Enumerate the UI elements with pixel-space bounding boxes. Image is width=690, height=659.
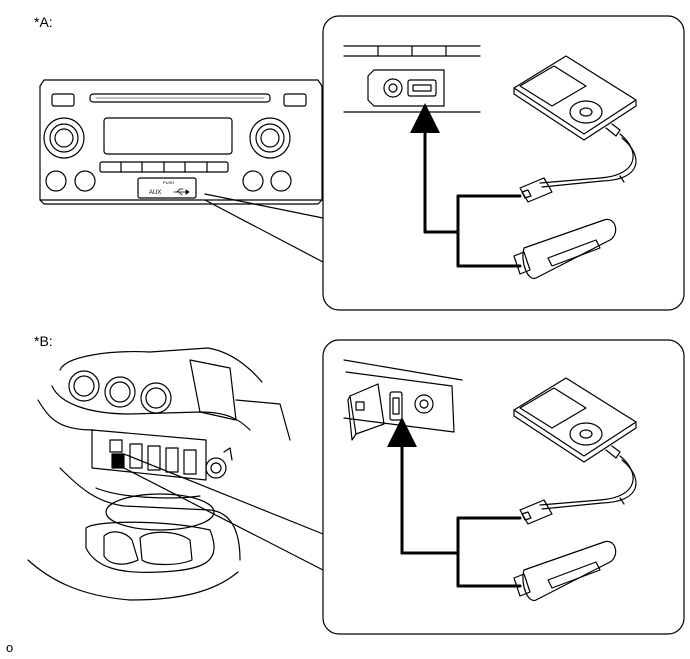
- aux-jack: [383, 78, 403, 98]
- radio-knob-right: [249, 117, 291, 159]
- radio-button-round-3: [242, 170, 264, 192]
- detail-inset-b: [322, 339, 685, 635]
- usb-flash-drive-icon: [513, 540, 617, 602]
- radio-button-top-right: [283, 93, 307, 107]
- push-label: PUSH: [163, 180, 174, 185]
- aux-jack: [414, 394, 434, 414]
- usb-cable-plug: [519, 499, 553, 525]
- usb-port: [407, 79, 437, 97]
- usb-flash-drive-icon: [513, 218, 617, 280]
- radio-button-round-1: [45, 170, 67, 192]
- radio-head-unit: AUX PUSH: [39, 79, 323, 205]
- figure-label-a: *A:: [34, 14, 53, 30]
- callout-lines-a: [204, 193, 324, 263]
- aux-usb-panel: [137, 177, 197, 199]
- radio-display: [103, 117, 233, 155]
- radio-button-round-4: [270, 170, 292, 192]
- center-console: [27, 347, 291, 601]
- vent-knob-1: [68, 370, 100, 402]
- arrow-up-icon: [387, 417, 522, 588]
- radio-button-top-left: [51, 93, 75, 107]
- radio-button-round-2: [74, 170, 96, 192]
- vent-knob-3: [140, 382, 172, 414]
- usb-port-console: [111, 453, 125, 469]
- vent-knob-2: [104, 376, 136, 408]
- figure-label-b: *B:: [34, 333, 53, 349]
- usb-cable-plug: [519, 177, 553, 203]
- usb-icon: [173, 188, 190, 196]
- port-cover-flap: [347, 383, 385, 441]
- footer-mark: o: [6, 640, 14, 655]
- media-player-icon: [513, 377, 637, 510]
- aux-label: AUX: [149, 190, 161, 196]
- usb-port: [389, 391, 403, 421]
- radio-knob-left: [43, 117, 85, 159]
- callout-lines-b: [123, 453, 324, 571]
- detail-inset-a: [322, 15, 685, 311]
- media-player-icon: [513, 55, 637, 188]
- arrow-up-icon: [410, 103, 522, 268]
